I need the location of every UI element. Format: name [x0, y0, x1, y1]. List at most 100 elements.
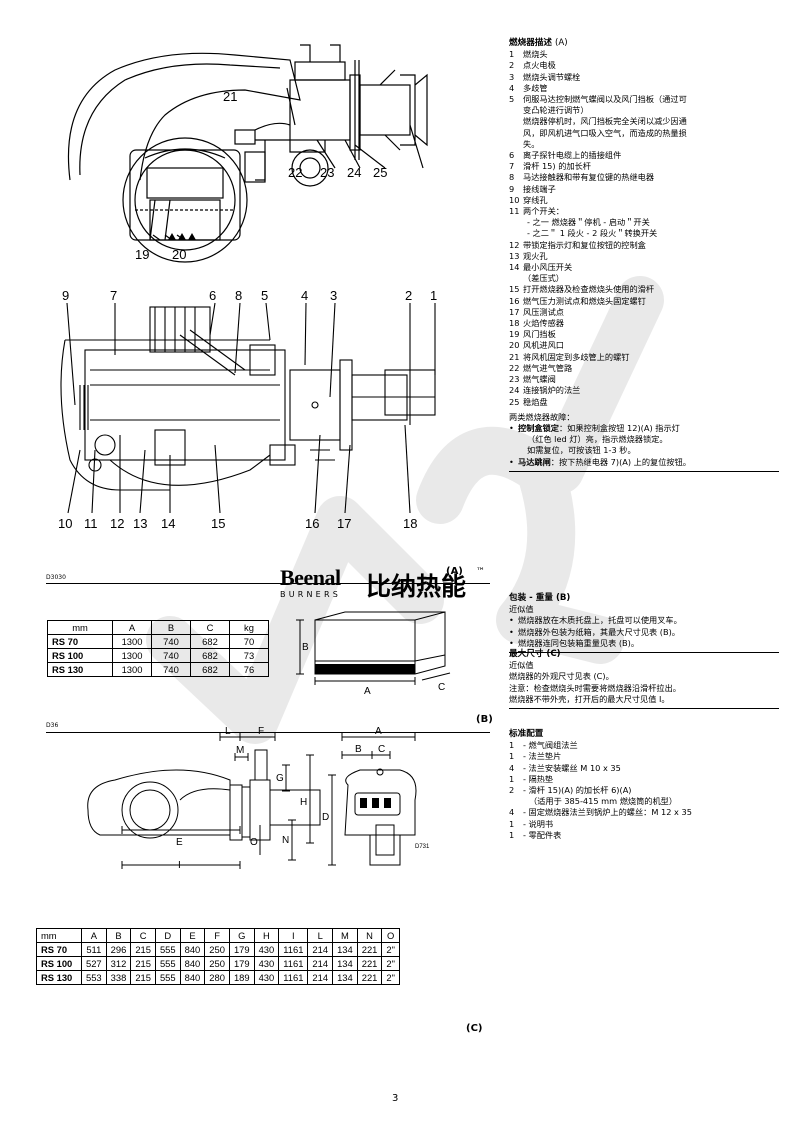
table-row: RS 100 1300 740 682 73: [47, 648, 269, 663]
list-item: 变凸轮进行调节）: [523, 105, 589, 116]
label-14: 14: [161, 516, 175, 531]
cell: 221: [356, 970, 383, 985]
th: N: [356, 928, 383, 943]
fault-item: • 马达跳闸：按下热继电器 7)(A) 上的复位按钮。: [509, 456, 691, 467]
th: H: [253, 928, 280, 943]
brand-sub: BURNERS: [280, 590, 341, 599]
label-5: 5: [261, 288, 268, 303]
list-item: （差压式）: [523, 273, 564, 284]
label-22: 22: [288, 165, 302, 180]
cell: RS 70: [36, 942, 82, 957]
th: C: [130, 928, 156, 943]
cell: 296: [105, 942, 132, 957]
cell: 215: [130, 942, 156, 957]
fault1-text: ：如果控制盒按钮 12)(A) 指示灯: [558, 422, 680, 433]
burner-top-view-diagram: 21 22 23 24 25 19 20: [67, 44, 428, 263]
cell: 682: [190, 634, 230, 649]
th: I: [278, 928, 309, 943]
cell: 1300: [112, 648, 152, 663]
dim-f: F: [258, 726, 264, 737]
cell: 1300: [112, 634, 152, 649]
separator-b: [46, 732, 490, 733]
maxdim-ref: (C): [546, 649, 561, 659]
dim-g: G: [276, 773, 284, 784]
cell: 73: [229, 648, 269, 663]
max-dimensions-section: 最大尺寸 (C) 近似值 燃烧器的外观尺寸见表 (C)。 注意：检查燃烧头时需要…: [509, 649, 779, 710]
dim-o: O: [250, 837, 258, 848]
label-7: 7: [110, 288, 117, 303]
cell: 214: [307, 956, 334, 971]
dim-a2: A: [375, 726, 382, 737]
cell: 840: [179, 956, 206, 971]
table-row: RS 130 553 338 215 555 840 280 189 430 1…: [36, 970, 400, 985]
label-8: 8: [235, 288, 242, 303]
list-item: 燃烧器停机时，风门挡板完全关闭以减少因通: [523, 116, 687, 127]
dim-c: C: [438, 682, 445, 693]
dimensions-table: mm A B C D E F G H I L M N O RS 70 511 2…: [36, 928, 400, 985]
brand-latin: Beenal: [280, 565, 341, 590]
label-2: 2: [405, 288, 412, 303]
cell: 280: [204, 970, 230, 985]
packing-table: mm A B C kg RS 70 1300 740 682 70 RS 100…: [47, 620, 269, 677]
figure-code-d731: D731: [415, 844, 430, 850]
fault2-text: ：按下热继电器 7)(A) 上的复位按钮。: [550, 456, 691, 467]
label-9: 9: [62, 288, 69, 303]
th-a: A: [112, 620, 152, 635]
label-17: 17: [337, 516, 351, 531]
cell: 430: [253, 942, 280, 957]
separator-a: [46, 583, 490, 584]
burner-dimensions-diagram: L F M G H N O D E I A B C D731: [87, 726, 430, 870]
label-6: 6: [209, 288, 216, 303]
cell: RS 100: [47, 648, 113, 663]
list-item: （适用于 385-415 mm 燃烧筒的机型）: [529, 796, 678, 807]
cell: 1161: [278, 942, 309, 957]
cell: 215: [130, 970, 156, 985]
list-item: - 之一 燃烧器＂停机 - 启动＂开关: [527, 217, 650, 228]
fault1-bold: 控制盒锁定: [518, 422, 559, 433]
packing-section: 包装 - 重量 (B) 近似值 •燃烧器放在木质托盘上，托盘可以使用叉车。 •燃…: [509, 593, 779, 654]
label-24: 24: [347, 165, 361, 180]
packing-ref: (B): [555, 593, 571, 603]
th: E: [179, 928, 206, 943]
fault1-text-3: 如需复位，可按该钮 1-3 秒。: [527, 445, 636, 456]
list-item: •燃烧器连同包装箱重量见表 (B)。: [509, 637, 640, 648]
dim-i: I: [178, 860, 181, 870]
label-13: 13: [133, 516, 147, 531]
cell: 555: [154, 956, 181, 971]
cell: 527: [81, 956, 107, 971]
cell: 250: [204, 956, 230, 971]
cell: 511: [81, 942, 107, 957]
title-ref: (A): [554, 38, 568, 48]
figure-code-d3030: D3030: [46, 574, 66, 581]
cell: 682: [190, 648, 230, 663]
cell: RS 130: [36, 970, 82, 985]
list-item: 2- 滑杆 15)(A) 的加长杆 6)(A): [509, 785, 632, 796]
air-intake-arrows-icon: [168, 233, 196, 240]
cell: 221: [356, 956, 383, 971]
packing-sub: 近似值: [509, 604, 534, 615]
cell: 134: [332, 942, 358, 957]
divider: [509, 470, 779, 472]
cell: 214: [307, 942, 334, 957]
maxdim-title: 最大尺寸: [509, 649, 544, 659]
burner-side-section-diagram: 9 7 6 8 5 4 3 2 1 10 11 12 13 14 15 16 1…: [58, 288, 437, 531]
cell: 250: [204, 942, 230, 957]
cell: RS 100: [36, 956, 82, 971]
list-item: 4- 法兰安装螺丝 M 10 x 35: [509, 762, 621, 773]
maxdim-line: 燃烧器的外观尺寸见表 (C)。: [509, 671, 614, 682]
fault1-text-2: （红色 led 灯）亮，指示燃烧器锁定。: [527, 434, 668, 445]
cell: 189: [228, 970, 255, 985]
